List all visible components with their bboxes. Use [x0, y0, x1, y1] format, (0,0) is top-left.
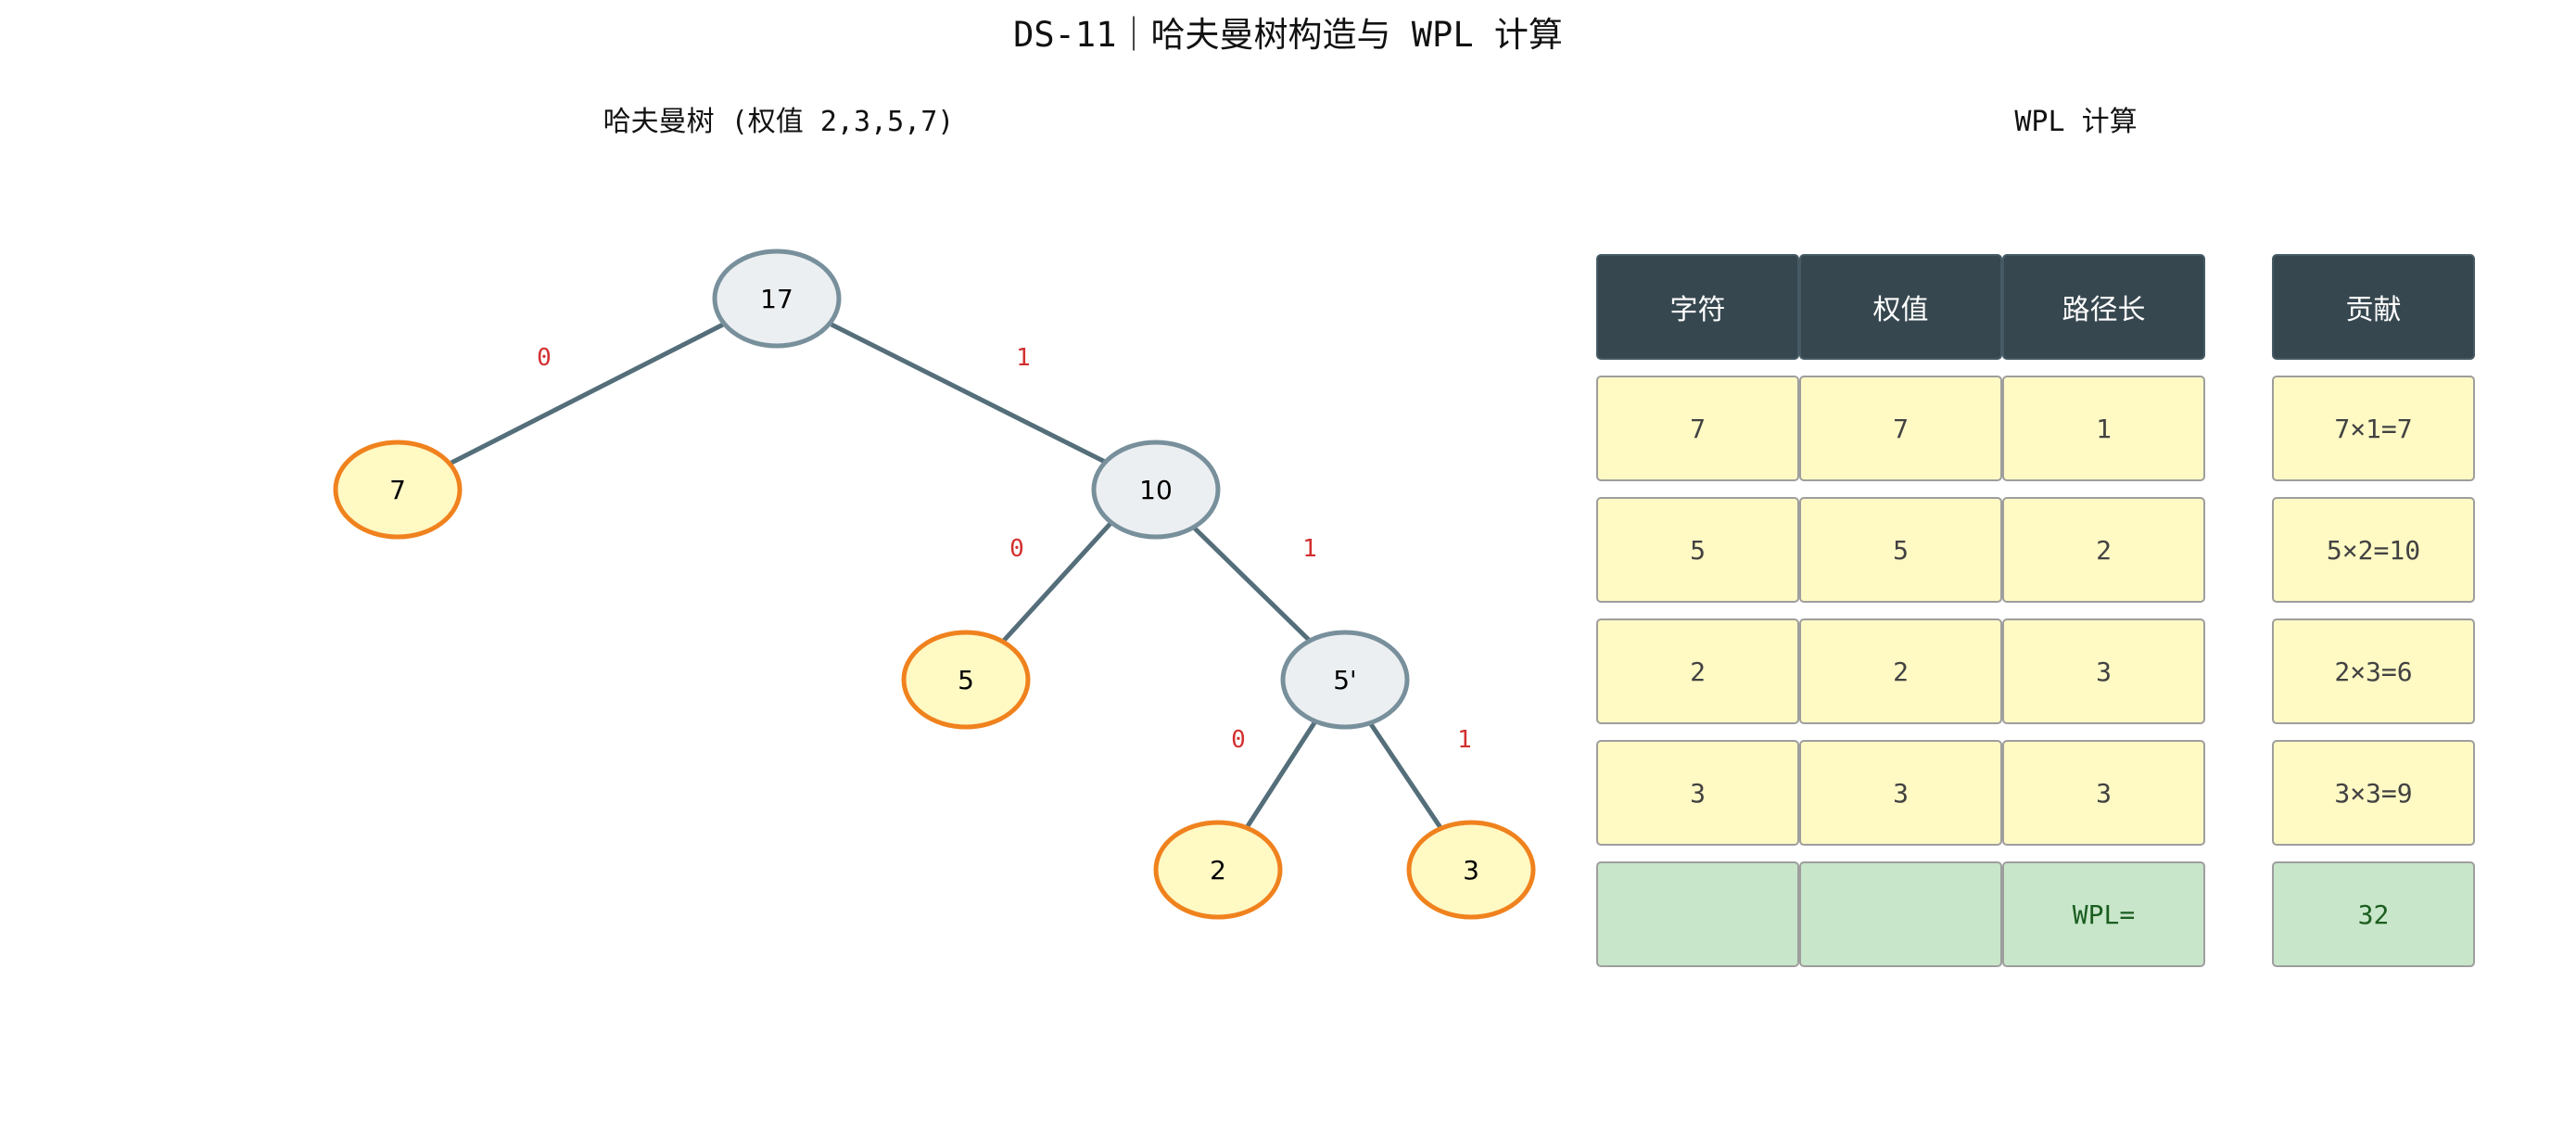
row-2-path-length: 2 — [2002, 497, 2205, 603]
tree-leaf-5 — [901, 630, 1031, 730]
header-char: 字符 — [1596, 254, 1799, 360]
page-title: DS-11｜哈夫曼树构造与 WPL 计算 — [1013, 15, 1563, 55]
tree-node-10-label: 10 — [1139, 475, 1173, 505]
row-2-weight: 5 — [1799, 497, 2002, 603]
edge-5p-right — [1366, 720, 1444, 831]
row-4-char: 3 — [1596, 740, 1799, 846]
row-1-char: 7 — [1596, 376, 1799, 481]
wpl-label: WPL= — [2002, 861, 2205, 967]
edge-label-10-left: 0 — [1009, 535, 1024, 563]
tree-leaf-2 — [1153, 820, 1283, 920]
edge-label-root-right: 1 — [1016, 344, 1031, 372]
row-2-char: 5 — [1596, 497, 1799, 603]
tree-node-10 — [1091, 440, 1221, 540]
edge-root-right — [830, 322, 1109, 465]
row-4-weight: 3 — [1799, 740, 2002, 846]
edge-10-left — [999, 516, 1117, 645]
edge-label-10-right: 1 — [1302, 535, 1317, 563]
row-3-path-length: 3 — [2002, 618, 2205, 724]
tree-node-5-prime — [1280, 630, 1410, 730]
row-1-contribution: 7×1=7 — [2272, 376, 2475, 481]
huffman-tree: 0 1 0 1 0 1 17 7 10 5 5' 2 3 — [333, 249, 1536, 920]
edge-10-right — [1189, 523, 1313, 644]
edge-label-5p-left: 0 — [1231, 726, 1246, 754]
header-path-length: 路径长 — [2002, 254, 2205, 360]
tree-node-root-label: 17 — [760, 284, 793, 314]
total-row-char — [1596, 861, 1799, 967]
tree-leaf-3 — [1406, 820, 1536, 920]
tree-leaf-2-label: 2 — [1210, 855, 1226, 886]
tree-leaf-7-label: 7 — [389, 475, 406, 505]
wpl-value: 32 — [2272, 861, 2475, 967]
tree-node-5-prime-label: 5' — [1333, 665, 1357, 695]
row-3-char: 2 — [1596, 618, 1799, 724]
header-weight: 权值 — [1799, 254, 2002, 360]
tree-node-root — [712, 249, 842, 349]
row-1-weight: 7 — [1799, 376, 2002, 481]
tree-leaf-3-label: 3 — [1463, 855, 1479, 886]
edge-root-left — [450, 322, 725, 465]
edge-label-root-left: 0 — [537, 344, 552, 372]
edge-5p-left — [1243, 720, 1318, 831]
header-contribution: 贡献 — [2272, 254, 2475, 360]
wpl-panel-title: WPL 计算 — [2014, 106, 2138, 138]
tree-leaf-7 — [333, 440, 463, 540]
row-4-path-length: 3 — [2002, 740, 2205, 846]
row-1-path-length: 1 — [2002, 376, 2205, 481]
edge-label-5p-right: 1 — [1457, 726, 1472, 754]
total-row-weight — [1799, 861, 2002, 967]
tree-leaf-5-label: 5 — [958, 665, 974, 695]
row-3-weight: 2 — [1799, 618, 2002, 724]
tree-panel-title: 哈夫曼树 (权值 2,3,5,7) — [603, 106, 955, 138]
row-3-contribution: 2×3=6 — [2272, 618, 2475, 724]
row-2-contribution: 5×2=10 — [2272, 497, 2475, 603]
row-4-contribution: 3×3=9 — [2272, 740, 2475, 846]
